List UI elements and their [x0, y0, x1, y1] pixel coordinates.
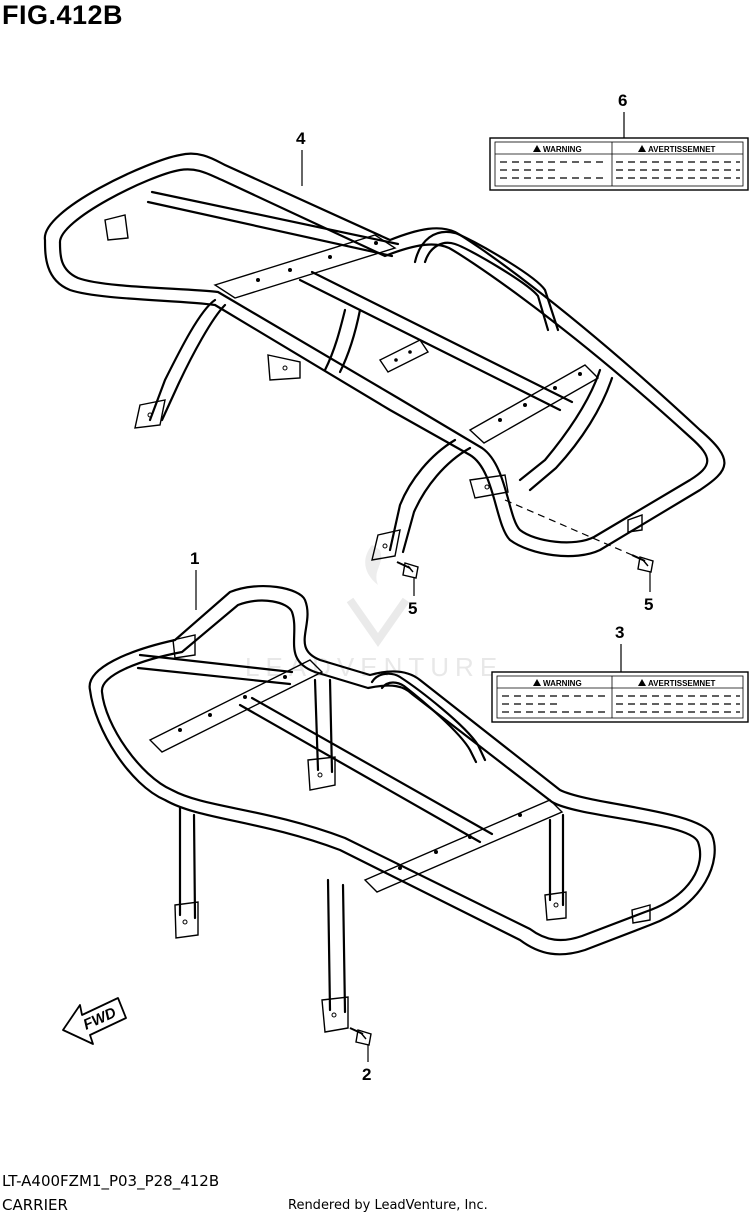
callout-5a-number: 5 [408, 599, 417, 618]
lower-carrier[interactable] [88, 585, 716, 1033]
callout-1-number: 1 [190, 549, 199, 568]
bolt-2[interactable] [349, 1027, 372, 1046]
callout-5b-number: 5 [644, 595, 653, 614]
figure-code: LT-A400FZM1_P03_P28_412B [2, 1172, 220, 1190]
callout-4[interactable]: 4 [296, 129, 306, 186]
figure-name: CARRIER [2, 1196, 68, 1214]
bolt-5-left[interactable] [396, 561, 419, 579]
callout-2[interactable]: 2 [362, 1045, 371, 1084]
callout-4-number: 4 [296, 129, 306, 148]
label-3-warning: WARNING [543, 679, 582, 688]
watermark-text: LEADVENTURE [245, 652, 503, 682]
callout-3-number: 3 [615, 623, 624, 642]
upper-carrier[interactable] [43, 152, 726, 561]
warning-label-6[interactable]: WARNING AVERTISSEMNET [489, 137, 749, 191]
callout-2-number: 2 [362, 1065, 371, 1084]
bolt-5-right[interactable] [631, 554, 654, 573]
callout-5a[interactable]: 5 [408, 578, 417, 618]
callout-3[interactable]: 3 [615, 623, 624, 672]
label-6-warning: WARNING [543, 145, 582, 154]
callout-5b[interactable]: 5 [644, 572, 653, 614]
callout-6[interactable]: 6 [618, 91, 627, 138]
leadventure-watermark: LEADVENTURE [245, 545, 503, 682]
fwd-arrow: FWD [62, 997, 127, 1045]
rendered-by: Rendered by LeadVenture, Inc. [288, 1198, 488, 1213]
callout-6-number: 6 [618, 91, 627, 110]
figure-title: FIG.412B [2, 0, 124, 30]
warning-label-3[interactable]: WARNING AVERTISSEMNET [491, 671, 749, 723]
label-3-avertissement: AVERTISSEMNET [648, 679, 716, 688]
label-6-avertissement: AVERTISSEMNET [648, 145, 716, 154]
callout-1[interactable]: 1 [190, 549, 199, 610]
